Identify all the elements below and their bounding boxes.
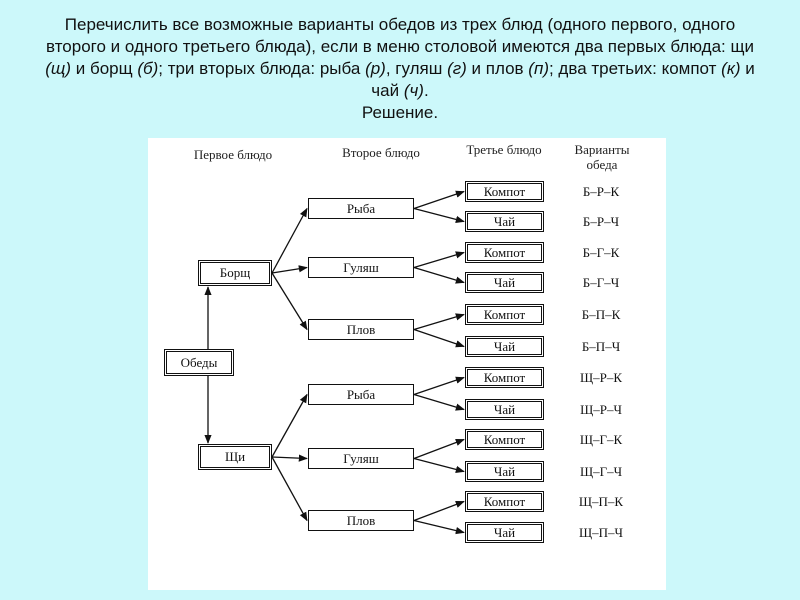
arrow-second-to-third <box>413 500 465 522</box>
arrow-first-to-second <box>271 456 308 522</box>
arrow-second-to-third <box>413 328 465 348</box>
arrow-second-to-third <box>413 457 465 473</box>
task-abbr: (п) <box>528 59 549 78</box>
arrow-second-to-third <box>413 313 465 331</box>
variant-label: Б–П–Ч <box>581 339 621 354</box>
third-dish-box: Чай <box>465 211 544 232</box>
arrow-second-to-third <box>413 266 465 284</box>
task-part: ; два третьих: компот <box>548 59 722 78</box>
third-dish-box: Чай <box>465 272 544 293</box>
header-first-dish: Первое блюдо <box>193 147 273 162</box>
arrow-first-to-second <box>271 265 308 274</box>
variant-label: Б–Р–К <box>582 184 620 199</box>
task-part: , гуляш <box>385 59 448 78</box>
first-dish-box: Борщ <box>198 260 272 286</box>
arrow-second-to-third <box>413 438 465 460</box>
variant-label: Б–Г–Ч <box>582 275 620 290</box>
second-dish-box: Рыба <box>308 198 414 219</box>
task-abbr: (г) <box>447 59 467 78</box>
task-part: и борщ <box>71 59 138 78</box>
root-box: Обеды <box>164 349 234 376</box>
second-dish-box: Плов <box>308 319 414 340</box>
third-dish-box: Компот <box>465 429 544 450</box>
second-dish-box: Рыба <box>308 384 414 405</box>
task-abbr: (ч) <box>403 81 424 100</box>
task-part: и чай <box>371 59 755 100</box>
arrow-second-to-third <box>413 251 465 269</box>
task-abbr: (р) <box>365 59 386 78</box>
arrow-second-to-third <box>413 190 465 210</box>
variant-label: Щ–Г–К <box>579 432 623 447</box>
variant-label: Б–П–К <box>581 307 621 322</box>
arrow-second-to-third <box>413 376 465 396</box>
variant-label: Б–Г–К <box>582 245 620 260</box>
task-part: . <box>423 81 429 100</box>
arrow-first-to-second <box>271 454 308 462</box>
variant-label: Щ–П–Ч <box>579 525 623 540</box>
tree-diagram: Первое блюдо Второе блюдо Третье блюдо В… <box>148 138 666 590</box>
arrow-first-to-second <box>271 272 308 331</box>
task-abbr: (б) <box>137 59 159 78</box>
variant-label: Б–Р–Ч <box>582 214 620 229</box>
arrow-first-to-second <box>271 393 308 458</box>
variant-label: Щ–Р–Ч <box>580 402 622 417</box>
arrow-second-to-third <box>413 207 465 223</box>
second-dish-box: Гуляш <box>308 448 414 469</box>
task-part: Перечислить все возможные варианты обедо… <box>46 15 754 56</box>
variant-label: Щ–Р–К <box>579 370 622 385</box>
third-dish-box: Чай <box>465 461 544 482</box>
task-abbr: (к) <box>721 59 741 78</box>
task-text: Перечислить все возможные варианты обедо… <box>40 14 760 124</box>
third-dish-box: Компот <box>465 491 544 512</box>
third-dish-box: Компот <box>465 242 544 263</box>
second-dish-box: Плов <box>308 510 414 531</box>
solution-label: Решение. <box>361 103 439 122</box>
third-dish-box: Компот <box>465 367 544 388</box>
arrow-first-to-second <box>271 207 308 274</box>
variant-label: Щ–П–К <box>578 494 624 509</box>
third-dish-box: Чай <box>465 522 544 543</box>
tree-edges <box>204 190 465 535</box>
third-dish-box: Чай <box>465 336 544 357</box>
variant-label: Щ–Г–Ч <box>579 464 623 479</box>
second-dish-box: Гуляш <box>308 257 414 278</box>
arrow-second-to-third <box>413 393 465 411</box>
task-part: ; три вторых блюда: рыба <box>158 59 366 78</box>
header-second-dish: Второе блюдо <box>342 145 420 160</box>
third-dish-box: Компот <box>465 304 544 325</box>
header-variants: Варианты обеда <box>574 142 630 172</box>
task-part: и плов <box>466 59 529 78</box>
arrow-second-to-third <box>413 519 465 535</box>
header-third-dish: Третье блюдо <box>466 142 542 157</box>
task-abbr: (щ) <box>45 59 72 78</box>
first-dish-box: Щи <box>198 444 272 470</box>
third-dish-box: Компот <box>465 181 544 202</box>
third-dish-box: Чай <box>465 399 544 420</box>
